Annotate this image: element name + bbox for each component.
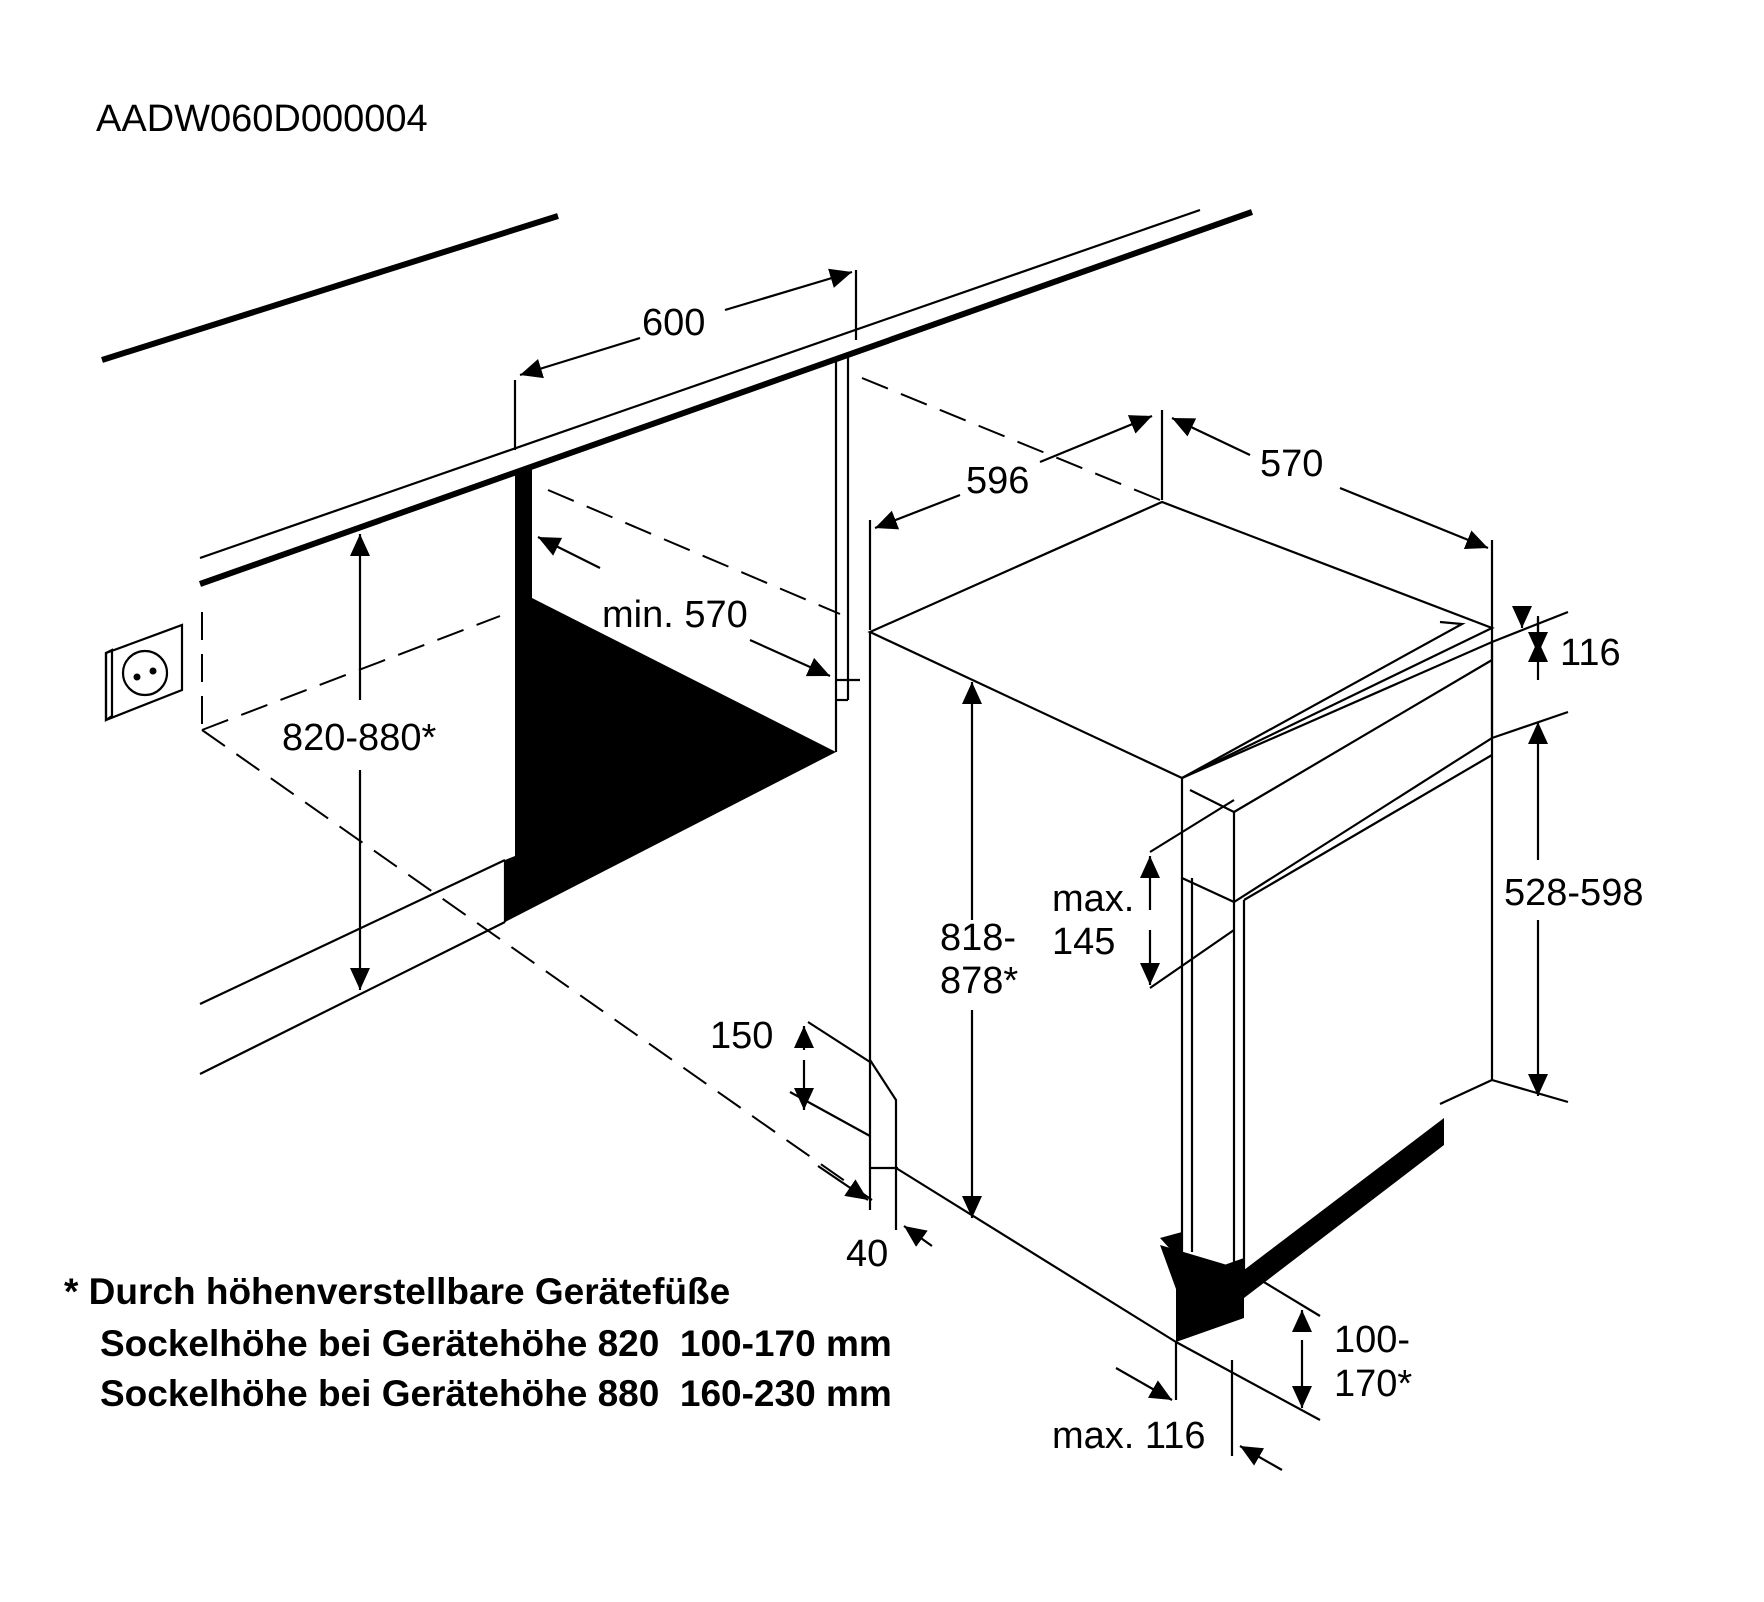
- dim-appliance-height-2: 878*: [940, 960, 1018, 1002]
- dim-plinth-height-2: 170*: [1334, 1363, 1412, 1405]
- dim-appliance-width: 596: [966, 460, 1029, 502]
- dim-niche-width: 600: [642, 302, 705, 344]
- dim-plinth-depth: 150: [710, 1015, 773, 1057]
- dim-appliance-height-1: 818-: [940, 917, 1016, 959]
- footnote-line-1: * Durch höhenverstellbare Gerätefüße: [64, 1271, 730, 1312]
- dim-panel-top: 116: [1560, 632, 1621, 674]
- footnote-line-2: Sockelhöhe bei Gerätehöhe 820 100-170 mm: [100, 1323, 892, 1364]
- dim-panel-overhang-2: 145: [1052, 921, 1115, 963]
- wall-socket-icon: [104, 623, 184, 723]
- dim-plinth-offset: 40: [846, 1233, 888, 1275]
- dim-appliance-depth: 570: [1260, 443, 1323, 485]
- footnote-line-3: Sockelhöhe bei Gerätehöhe 880 160-230 mm: [100, 1373, 892, 1414]
- dim-niche-depth: min. 570: [602, 594, 748, 636]
- dimension-lines: [350, 268, 1569, 1471]
- dim-niche-height: 820-880*: [282, 717, 436, 759]
- dim-door-height: 528-598: [1504, 872, 1643, 914]
- model-code: AADW060D000004: [96, 98, 428, 140]
- dim-door-overhang: max. 116: [1052, 1415, 1205, 1457]
- niche-cabinet: [199, 352, 1161, 1201]
- dim-panel-overhang-1: max.: [1052, 878, 1134, 920]
- dim-plinth-height-1: 100-: [1334, 1319, 1410, 1361]
- worktop: [101, 208, 1254, 587]
